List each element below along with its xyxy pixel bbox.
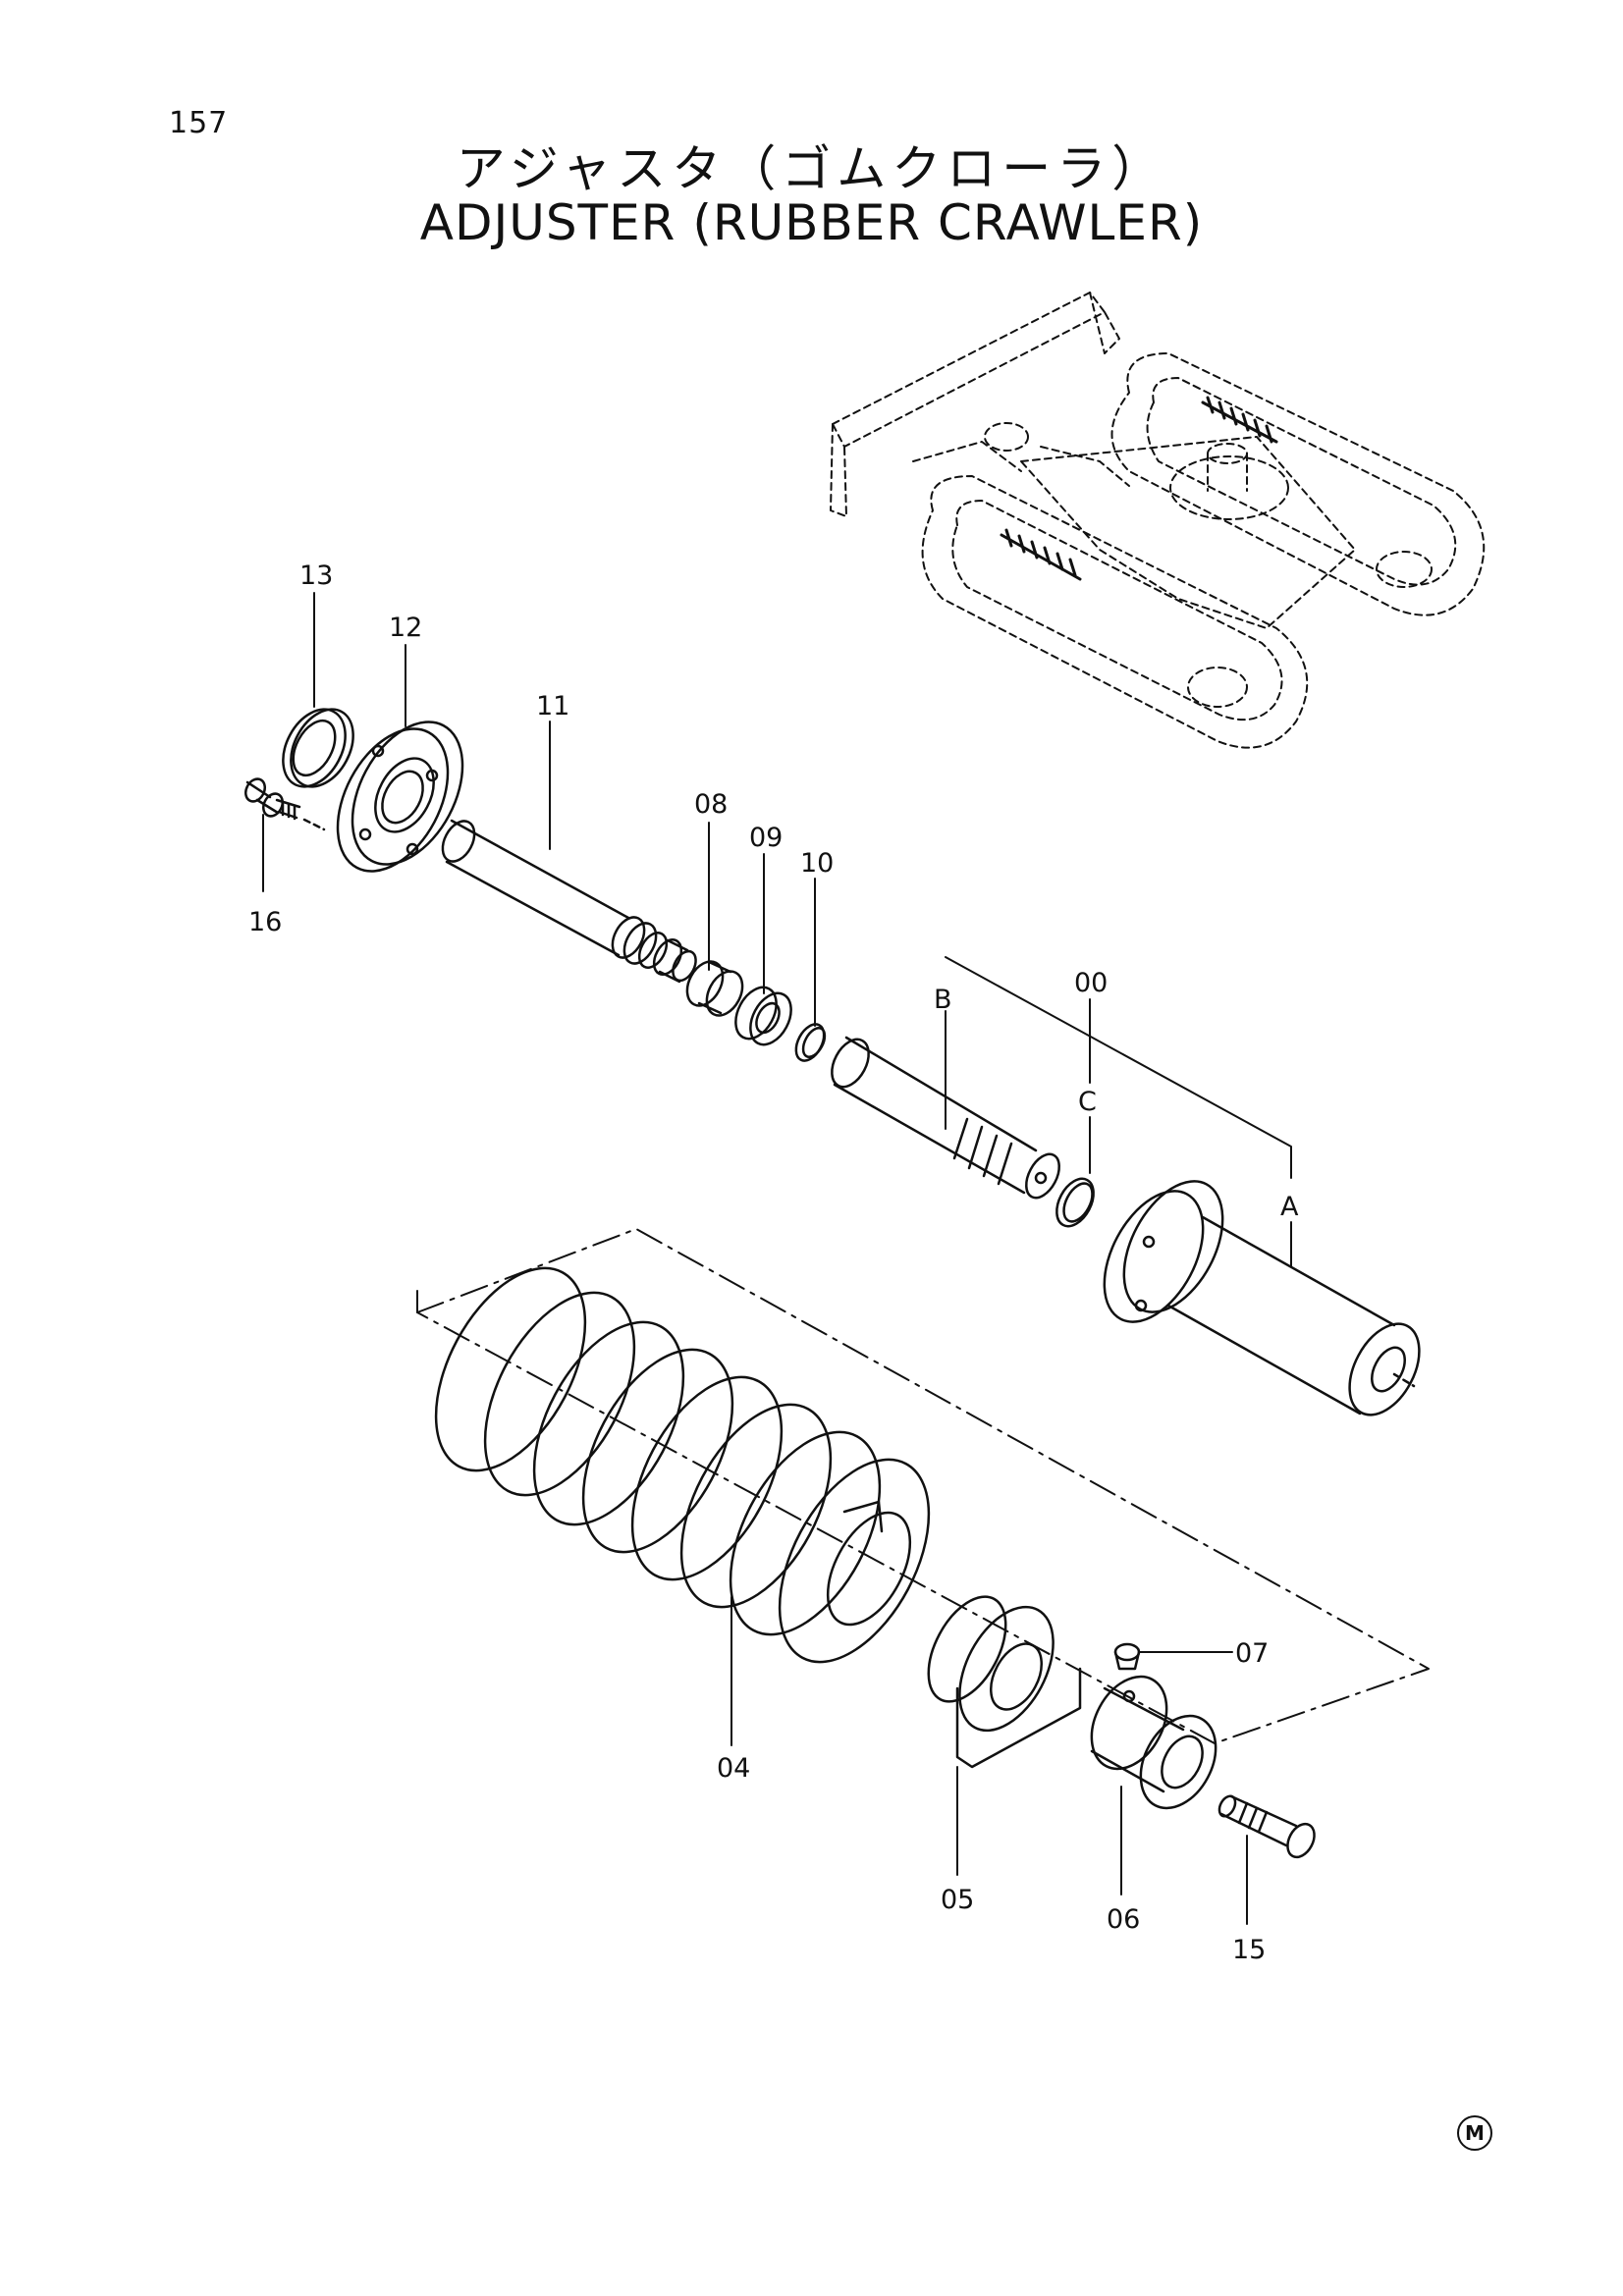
part-05-bracket [927, 1595, 1082, 1769]
part-13-seal [282, 708, 354, 788]
part-06-sleeve [1090, 1675, 1217, 1810]
callout-07: 07 [1235, 1638, 1269, 1669]
part-09-bearing [734, 986, 792, 1046]
callout-10: 10 [800, 848, 834, 879]
part-15-grease-fitting [1217, 1794, 1316, 1859]
callout-15: 15 [1232, 1935, 1266, 1965]
part-00-c-o-ring [1055, 1177, 1095, 1228]
part-00-a-cylinder [1103, 1180, 1421, 1416]
overview-spring-highlight [1000, 396, 1278, 581]
machine-overview [830, 292, 1486, 749]
part-10-snap-ring [794, 1023, 827, 1062]
callout-09: 09 [749, 823, 783, 853]
assembly-boundary [416, 1228, 1430, 1744]
callout-b: B [934, 985, 952, 1015]
callout-12: 12 [389, 613, 422, 643]
leader-lines [262, 592, 1292, 1925]
part-16-bolt [244, 777, 326, 831]
callout-11: 11 [536, 691, 569, 721]
callout-06: 06 [1107, 1904, 1140, 1935]
part-04-spring [434, 1266, 931, 1664]
callout-08: 08 [694, 789, 728, 820]
part-07-plug [1113, 1642, 1141, 1671]
callout-05: 05 [941, 1885, 974, 1915]
callout-00: 00 [1074, 968, 1108, 998]
part-11-rod [441, 819, 697, 984]
page-number: 157 [169, 106, 229, 140]
title-japanese: アジャスタ（ゴムクローラ） [456, 140, 1167, 197]
part-08-bushing [685, 960, 744, 1017]
callout-a: A [1280, 1192, 1299, 1222]
part-00-b-piston-rod [831, 1036, 1060, 1200]
part-12-flange [336, 721, 464, 873]
registered-mark: M [1457, 2115, 1492, 2151]
callout-16: 16 [248, 907, 282, 937]
callout-13: 13 [299, 561, 333, 591]
callout-labels: 13 12 11 16 08 09 10 00 B C A 07 04 05 0… [248, 561, 1299, 1965]
callout-c: C [1078, 1087, 1097, 1117]
title-english: ADJUSTER (RUBBER CRAWLER) [419, 194, 1204, 251]
callout-04: 04 [717, 1753, 750, 1784]
